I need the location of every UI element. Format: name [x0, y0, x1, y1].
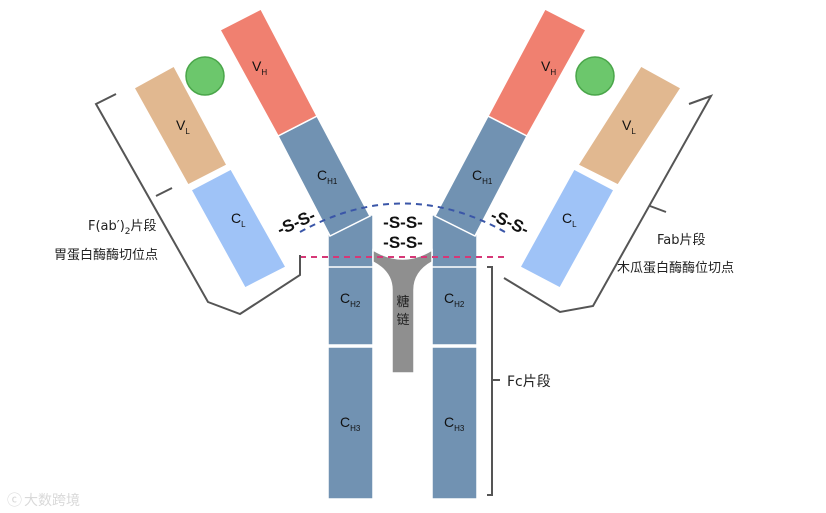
- right-ch3-label: CH3: [444, 414, 465, 433]
- right-ch3-block: [431, 346, 478, 500]
- watermark-text: 大数跨境: [24, 493, 80, 509]
- left-ch3-label: CH3: [340, 414, 361, 433]
- right-vh-block: [486, 7, 588, 137]
- hinge-disulfide-lower: -S-S-: [383, 233, 423, 252]
- pepsin-cleavage-line: [299, 202, 506, 233]
- left-cl-block: [189, 167, 288, 289]
- right-vl-label: VL: [622, 117, 636, 136]
- right-ch1-label: CH1: [472, 167, 493, 186]
- right-ch2-block: [431, 264, 478, 346]
- fab-bracket: [503, 94, 714, 314]
- right-ch2-label: CH2: [444, 290, 465, 309]
- left-ch2-label: CH2: [340, 290, 361, 309]
- fc-label: Fc片段: [507, 374, 551, 390]
- right-vl-block: [576, 65, 683, 186]
- glycan-shape: [372, 248, 433, 374]
- left-vl-block: [132, 64, 229, 186]
- right-cl-block: [518, 167, 616, 290]
- hinge-disulfide-upper: -S-S-: [383, 213, 423, 232]
- fc-bracket: [487, 266, 493, 496]
- papain-site-label: 木瓜蛋白酶酶位切点: [617, 260, 734, 276]
- left-ch1-label: CH1: [317, 167, 338, 186]
- left-ch3-block: [327, 346, 374, 500]
- glycan-label-char1: 糖: [396, 294, 409, 310]
- glycan-label-char2: 链: [396, 313, 409, 328]
- right-antigen: [575, 56, 615, 96]
- left-vl-label: VL: [176, 117, 190, 136]
- left-ch2-block: [327, 264, 374, 346]
- fab-bracket-tick: [649, 205, 667, 213]
- right-cl-label: CL: [562, 210, 577, 229]
- left-vh-block: [218, 7, 319, 138]
- fab2-bracket: [94, 93, 301, 316]
- fab2-bracket-tick: [155, 187, 173, 197]
- left-antigen: [185, 56, 225, 96]
- left-cl-label: CL: [231, 210, 246, 229]
- left-vh-label: VH: [252, 58, 267, 77]
- right-vh-label: VH: [541, 58, 556, 77]
- fab2-label: F(ab′)2片段: [88, 219, 157, 237]
- left-arm-disulfide: -S-S-: [274, 206, 318, 239]
- fab-label: Fab片段: [657, 233, 706, 248]
- right-arm-disulfide: -S-S-: [488, 206, 532, 239]
- watermark-logo-icon: ⓒ: [7, 491, 22, 509]
- pepsin-site-label: 胃蛋白酶酶切位点: [54, 247, 158, 263]
